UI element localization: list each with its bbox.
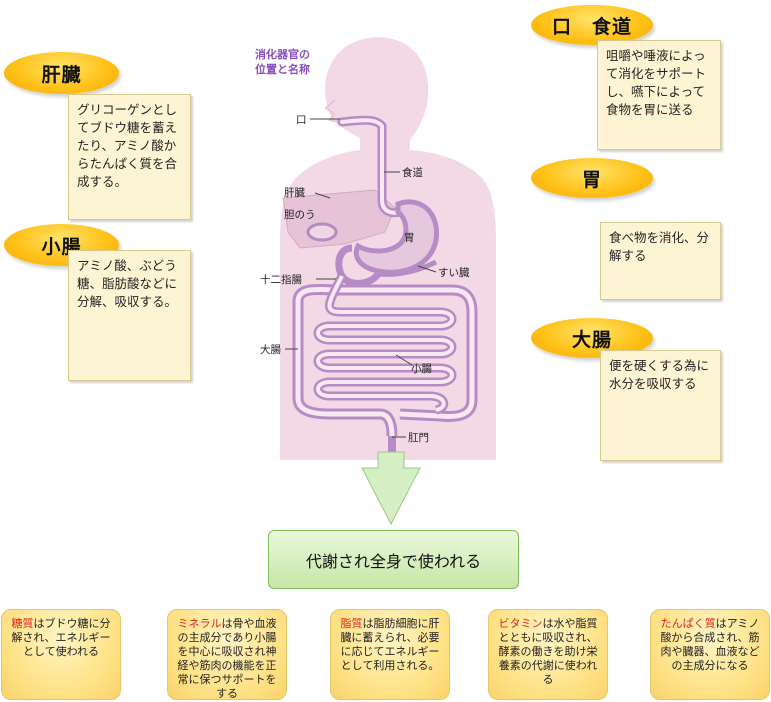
small-intestine-note: アミノ酸、ぶどう糖、脂肪酸などに分解、吸収する。 bbox=[68, 250, 191, 381]
nutrient-text: は水や脂質とともに吸収され、酵素の働きを助け栄養素の代謝に使われる bbox=[498, 617, 598, 686]
label-mouth: 口 bbox=[296, 114, 307, 126]
stomach-note: 食べ物を消化、分解する bbox=[600, 222, 721, 300]
diagram-title: 消化器官の bbox=[255, 47, 310, 61]
diagram-title-2: 位置と名称 bbox=[255, 62, 310, 76]
mouth-esophagus-title: 口 食道 bbox=[551, 15, 632, 38]
label-anus: 肛門 bbox=[408, 432, 429, 444]
liver-title: 肝臓 bbox=[41, 63, 82, 86]
nutrient-text: は骨や血液の主成分であり小腸を中心に吸収され神経や筋肉の機能を正常に保つサポート… bbox=[177, 617, 277, 700]
label-liver: 肝臓 bbox=[284, 187, 305, 199]
liver-title-pill: 肝臓 bbox=[4, 52, 119, 94]
label-gallbladder: 胆のう bbox=[284, 209, 316, 221]
result-box: 代謝され全身で使われる bbox=[268, 530, 519, 589]
nutrient-box-vitamin: ビタミンは水や脂質とともに吸収され、酵素の働きを助け栄養素の代謝に使われる bbox=[488, 609, 608, 700]
label-stomach: 胃 bbox=[404, 232, 415, 244]
liver-note: グリコーゲンとしてブドウ糖を蓄えたり、アミノ酸からたんぱく質を合成する。 bbox=[68, 94, 191, 220]
nutrient-box-mineral: ミネラルは骨や血液の主成分であり小腸を中心に吸収され神経や筋肉の機能を正常に保つ… bbox=[167, 609, 287, 700]
nutrient-key: ビタミン bbox=[498, 617, 543, 630]
down-arrow-icon bbox=[361, 451, 421, 526]
label-esophagus: 食道 bbox=[402, 166, 423, 179]
nutrient-text: はアミノ酸から合成され、筋肉や臓器、血液などの主成分になる bbox=[660, 617, 760, 672]
result-text: 代謝され全身で使われる bbox=[305, 551, 482, 571]
label-duodenum: 十二指腸 bbox=[260, 273, 302, 286]
nutrient-box-carbohydrate: 糖質はブドウ糖に分解され、エネルギーとして使われる bbox=[1, 609, 121, 700]
mouth-esophagus-note: 咀嚼や唾液によって消化をサポートし、嚥下によって食物を胃に送る bbox=[597, 40, 721, 150]
nutrient-key: ミネラル bbox=[177, 617, 222, 630]
large-intestine-note: 便を硬くする為に水分を吸収する bbox=[600, 350, 721, 461]
label-small-intestine: 小腸 bbox=[411, 363, 432, 375]
large-intestine-title: 大腸 bbox=[571, 328, 612, 351]
mouth-esophagus-title-pill: 口 食道 bbox=[531, 5, 653, 45]
nutrient-key: 脂質 bbox=[340, 617, 363, 630]
label-pancreas: すい臓 bbox=[438, 267, 470, 279]
stomach-title-pill: 胃 bbox=[531, 158, 653, 198]
nutrient-text: はブドウ糖に分解され、エネルギーとして使われる bbox=[11, 617, 111, 658]
nutrient-box-protein: たんぱく質はアミノ酸から合成され、筋肉や臓器、血液などの主成分になる bbox=[650, 609, 770, 700]
nutrient-key: 糖質 bbox=[11, 617, 34, 630]
stomach-shape bbox=[353, 199, 439, 275]
label-large-intestine: 大腸 bbox=[260, 343, 281, 356]
nutrient-key: たんぱく質 bbox=[660, 617, 716, 630]
nutrient-text: は脂肪細胞に肝臓に蓄えられ、必要に応じてエネルギーとして利用される。 bbox=[340, 617, 440, 672]
nutrient-box-fat: 脂質は脂肪細胞に肝臓に蓄えられ、必要に応じてエネルギーとして利用される。 bbox=[330, 609, 450, 700]
stomach-title: 胃 bbox=[581, 168, 602, 191]
